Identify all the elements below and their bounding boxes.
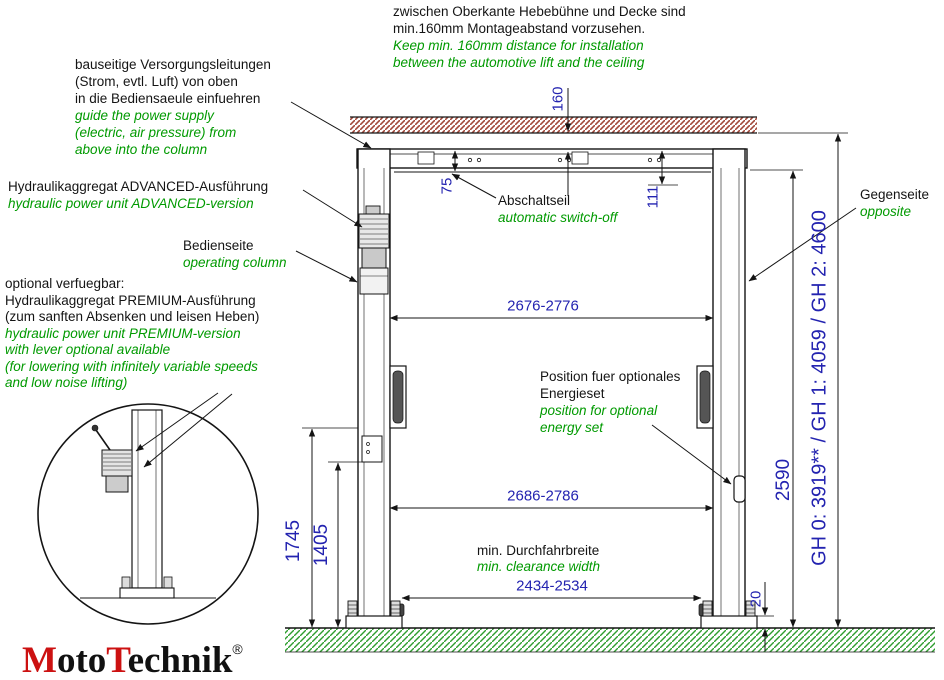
note-line: Hydraulikaggregat PREMIUM-Ausführung [5,292,256,308]
note-line: optional verfuegbar: [5,276,125,291]
note-line: min.160mm Montageabstand vorzusehen. [393,21,646,36]
right-column [696,148,758,629]
note-line: between the automotive lift and the ceil… [393,55,645,70]
ceiling-hatch [350,116,757,134]
note-opposite-side: Gegenseite opposite [860,186,929,220]
dim-width-top: 2676-2776 [507,297,579,315]
note-line: Gegenseite [860,187,930,202]
note-line: (electric, air pressure) from [75,125,237,140]
leader-operating-column [295,250,358,283]
note-line: guide the power supply [75,108,214,123]
leader-supply [290,101,372,149]
note-line: position for optional [540,403,658,418]
dim-ceiling-gap: 160 [549,86,567,112]
logo-letter-t: T [106,640,128,680]
leader-opposite-column [748,207,857,282]
note-switch-off: Abschaltseil automatic switch-off [498,192,617,226]
note-operating-side: Bedienseite operating column [183,237,287,271]
note-line: operating column [183,255,287,270]
note-power-supply: bauseitige Versorgungsleitungen (Strom, … [75,56,271,158]
note-line: hydraulic power unit PREMIUM-version [5,325,241,341]
energy-set-position-marker [733,475,746,503]
note-line: (Strom, evtl. Luft) von oben [75,74,238,89]
note-line: Hydraulikaggregat ADVANCED-Ausführung [8,179,269,194]
note-premium-unit: optional verfuegbar: Hydraulikaggregat P… [5,276,259,392]
dim-width-mid: 2686-2786 [507,487,579,505]
leader-switch-off [451,173,497,199]
hydraulic-unit-advanced [358,205,390,295]
dim-drive-width: 2434-2534 [516,577,588,595]
hydraulic-unit-premium [91,424,133,493]
note-line: hydraulic power unit ADVANCED-version [8,196,254,211]
note-line: opposite [860,204,912,219]
note-line: min. clearance width [477,559,601,574]
logo-letter-m: M [22,640,57,680]
note-line: Abschaltseil [498,193,571,208]
note-line: min. Durchfahrbreite [477,543,600,558]
dim-overall-heights: GH 0: 3919** / GH 1: 4059 / GH 2: 4600 [808,210,831,566]
dimension-lines [302,88,848,651]
dim-20: 20 [747,590,765,608]
dim-1745: 1745 [283,519,304,563]
brand-logo: MotoTechnik® [22,628,243,680]
note-line: (for lowering with infinitely variable s… [5,358,258,374]
left-carriage [389,365,407,429]
note-line: bauseitige Versorgungsleitungen [75,57,271,72]
leader-premium-2 [143,393,233,468]
note-line: Energieset [540,386,605,401]
leader-advanced-unit [302,189,363,228]
note-line: Bedienseite [183,238,254,253]
note-line: with lever optional available [5,342,171,357]
leader-energy-set [651,424,732,485]
left-column [345,148,407,629]
left-base [345,600,405,629]
logo-text-oto: oto [56,640,107,680]
dim-2590: 2590 [773,458,794,502]
detail-circle-premium-unit [37,403,259,625]
note-line: Position fuer optionales [540,369,681,384]
note-clearance-width: min. Durchfahrbreite min. clearance widt… [477,543,600,575]
note-line: (zum sanften Absenken und leisen Heben) [5,309,260,324]
right-base [698,600,758,629]
note-line: and low noise lifting) [5,375,128,390]
lift-crossbeam [356,148,748,173]
note-ceiling-clearance: zwischen Oberkante Hebebühne und Decke s… [393,3,686,71]
note-advanced-unit: Hydraulikaggregat ADVANCED-Ausführung hy… [8,178,268,212]
right-carriage [696,365,714,429]
note-line: in die Bediensaeule einfuehren [75,91,261,106]
floor-hatch [285,627,935,653]
note-energy-set: Position fuer optionales Energieset posi… [540,368,680,436]
dim-1405: 1405 [311,523,332,567]
note-line: above into the column [75,142,208,157]
dim-75: 75 [438,177,456,195]
leader-premium-1 [135,392,219,452]
dim-111: 111 [644,185,662,209]
logo-text-echnik: echnik [127,640,233,680]
control-box [361,435,383,463]
note-line: Keep min. 160mm distance for installatio… [393,38,644,53]
note-line: zwischen Oberkante Hebebühne und Decke s… [393,4,686,19]
note-line: energy set [540,420,604,435]
registered-trademark-icon: ® [232,641,243,657]
note-line: automatic switch-off [498,210,618,225]
